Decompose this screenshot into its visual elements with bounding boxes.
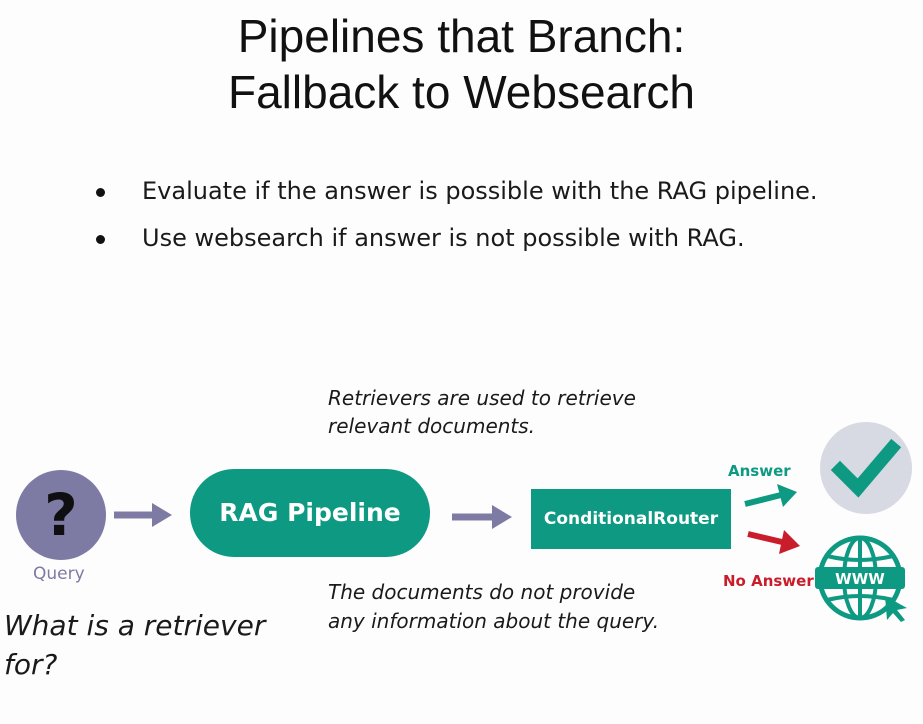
question-mark-icon: ? xyxy=(44,481,78,549)
www-label: WWW xyxy=(835,570,885,588)
checkmark-icon xyxy=(830,438,902,498)
bullet-dot-icon xyxy=(96,235,105,244)
query-node: ? xyxy=(16,470,106,560)
bullet-text-2: Use websearch if answer is not possible … xyxy=(142,224,745,252)
question-text: What is a retriever for? xyxy=(4,609,266,681)
bullet-list: Evaluate if the answer is possible with … xyxy=(96,175,856,269)
rag-pipeline-node: RAG Pipeline xyxy=(190,469,430,557)
answer-node xyxy=(820,422,912,514)
no-answer-label: No Answer xyxy=(723,572,814,590)
bullet-text-1: Evaluate if the answer is possible with … xyxy=(142,177,818,205)
bullet-item-1: Evaluate if the answer is possible with … xyxy=(96,175,856,208)
query-label: Query xyxy=(33,564,85,584)
slide-title: Pipelines that Branch: Fallback to Webse… xyxy=(0,8,923,120)
answer-label: Answer xyxy=(728,462,791,480)
retriever-note: Retrievers are used to retrieve relevant… xyxy=(328,386,636,438)
documents-note: The documents do not provide any informa… xyxy=(328,580,660,633)
arrow-answer-icon xyxy=(744,484,797,507)
conditional-router-node: ConditionalRouter xyxy=(531,489,731,549)
globe-www-icon: WWW xyxy=(815,535,907,622)
bullet-dot-icon xyxy=(96,188,105,197)
arrow-no-answer-icon xyxy=(747,530,800,554)
bullet-item-2: Use websearch if answer is not possible … xyxy=(96,222,856,255)
arrow-rag-to-router-icon xyxy=(452,505,512,529)
title-line-1: Pipelines that Branch: xyxy=(237,10,686,62)
arrow-query-to-rag-icon xyxy=(114,503,172,527)
title-line-2: Fallback to Websearch xyxy=(227,66,696,118)
